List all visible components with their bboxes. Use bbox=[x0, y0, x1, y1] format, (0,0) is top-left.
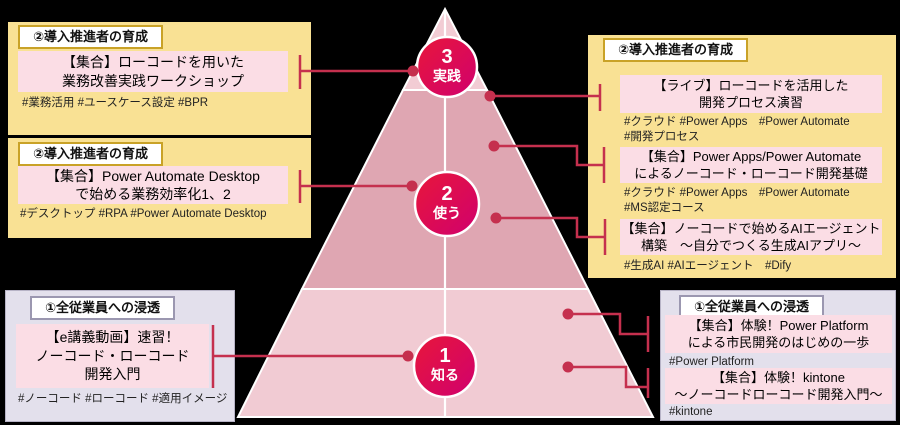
course-card: 【e講義動画】速習！ ノーコード・ローコード 開発入門 bbox=[16, 324, 209, 388]
course-title-line: 【ライブ】ローコードを活用した bbox=[653, 77, 849, 93]
course-group-left-workshop: ②導入推進者の育成 【集合】ローコードを用いた 業務改善実践ワークショップ #業… bbox=[8, 22, 311, 135]
course-title-line: 開発入門 bbox=[84, 366, 141, 383]
course-title-line: 開発プロセス演習 bbox=[698, 95, 803, 110]
group-badge: ①全従業員への浸透 bbox=[30, 296, 176, 321]
course-tags: #業務活用 #ユースケース設定 #BPR bbox=[22, 97, 209, 109]
course-card: 【集合】ノーコードで始めるAIエージェント 構築 ～自分でつくる生成AIアプリ～ bbox=[620, 219, 882, 255]
course-tags: #kintone bbox=[669, 406, 713, 418]
course-group-right-training: ②導入推進者の育成 【ライブ】ローコードを活用した 開発プロセス演習 #クラウド… bbox=[588, 35, 896, 278]
course-group-right-experience: ①全従業員への浸透 【集合】体験！Power Platform による市民開発の… bbox=[660, 290, 896, 421]
course-group-left-elearning: ①全従業員への浸透 【e講義動画】速習！ ノーコード・ローコード 開発入門 #ノ… bbox=[5, 290, 235, 422]
course-card: 【集合】Power Automate Desktop で始める業務効率化1、2 bbox=[18, 166, 288, 204]
level-circle-1: 1 知る bbox=[412, 333, 478, 399]
level-3-label: 実践 bbox=[433, 68, 461, 84]
course-title-line: 【集合】体験！Power Platform bbox=[688, 317, 869, 333]
course-card: 【集合】ローコードを用いた 業務改善実践ワークショップ bbox=[18, 51, 288, 92]
course-title-line: によるノーコード・ローコード開発基礎 bbox=[634, 166, 868, 181]
course-title-line: 【集合】Power Apps/Power Automate bbox=[640, 148, 862, 164]
course-tags: #クラウド #Power Apps #Power Automate #開発プロセ… bbox=[624, 116, 850, 143]
course-card: 【ライブ】ローコードを活用した 開発プロセス演習 bbox=[620, 75, 882, 113]
course-card: 【集合】体験！Power Platform による市民開発のはじめの一歩 bbox=[665, 315, 892, 353]
course-title-line: 【集合】Power Automate Desktop bbox=[46, 167, 260, 184]
level-circle-2: 2 使う bbox=[413, 170, 481, 238]
level-circle-3: 3 実践 bbox=[415, 35, 479, 99]
group-badge: ②導入推進者の育成 bbox=[18, 142, 164, 167]
level-2-label: 使う bbox=[432, 205, 461, 221]
course-title-line: で始める業務効率化1、2 bbox=[75, 186, 231, 202]
course-title-line: ～ノーコードローコード開発入門～ bbox=[674, 387, 883, 402]
group-badge: ②導入推進者の育成 bbox=[18, 25, 164, 50]
level-1-label: 知る bbox=[431, 367, 459, 383]
course-card: 【集合】体験！kintone ～ノーコードローコード開発入門～ bbox=[665, 368, 892, 404]
course-title-line: 業務改善実践ワークショップ bbox=[62, 72, 244, 89]
course-title-line: 構築 ～自分でつくる生成AIアプリ～ bbox=[640, 238, 862, 253]
course-title-line: 【集合】ローコードを用いた bbox=[62, 54, 244, 71]
course-title-line: 【集合】ノーコードで始めるAIエージェント bbox=[621, 220, 881, 236]
level-1-number: 1 bbox=[439, 345, 450, 367]
group-badge: ②導入推進者の育成 bbox=[603, 38, 749, 63]
course-card: 【集合】Power Apps/Power Automate によるノーコード・ロ… bbox=[620, 147, 882, 183]
course-tags: #クラウド #Power Apps #Power Automate #MS認定コ… bbox=[624, 187, 850, 214]
course-tags: #デスクトップ #RPA #Power Automate Desktop bbox=[20, 208, 267, 220]
course-title-line: ノーコード・ローコード bbox=[35, 347, 190, 364]
course-title-line: 【集合】体験！kintone bbox=[712, 369, 845, 385]
course-group-left-pad: ②導入推進者の育成 【集合】Power Automate Desktop で始め… bbox=[8, 138, 311, 238]
course-tags: #ノーコード #ローコード #適用イメージ bbox=[18, 393, 228, 405]
course-title-line: による市民開発のはじめの一歩 bbox=[687, 335, 870, 350]
course-title-line: 【e講義動画】速習！ bbox=[45, 329, 180, 346]
level-2-number: 2 bbox=[441, 183, 452, 205]
course-tags: #生成AI #AIエージェント #Dify bbox=[624, 260, 792, 272]
level-3-number: 3 bbox=[441, 46, 452, 68]
course-tags: #Power Platform bbox=[669, 356, 755, 368]
